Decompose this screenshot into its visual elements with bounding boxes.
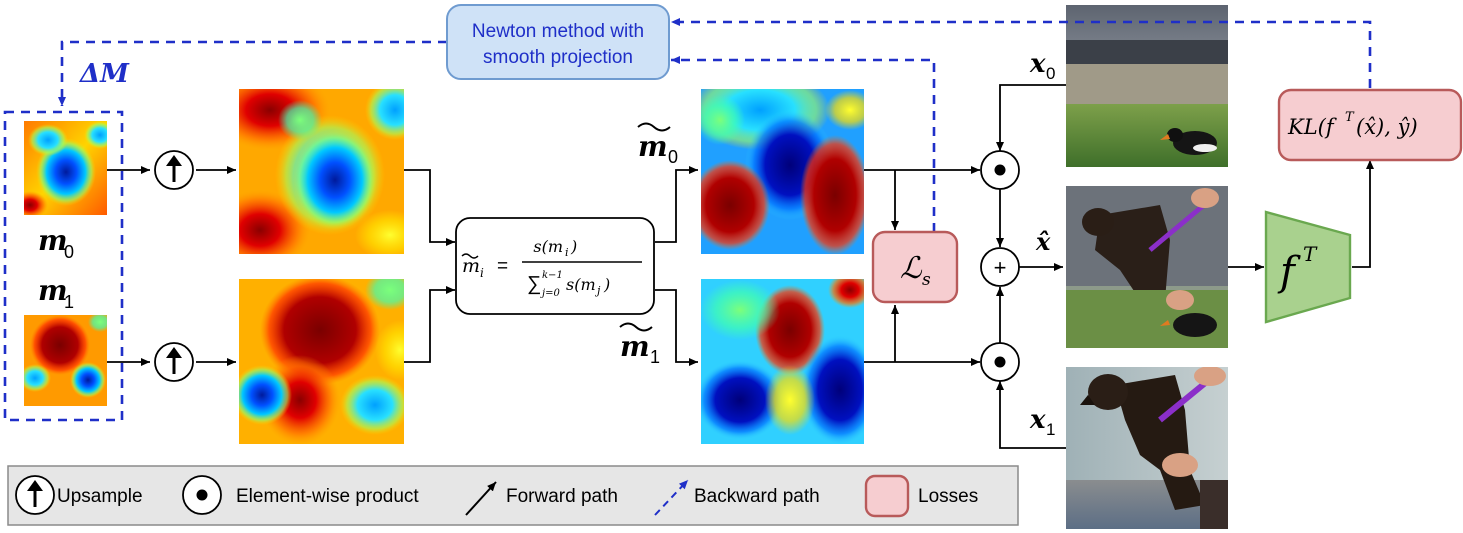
softmax-numerator-end: ) bbox=[570, 237, 577, 256]
softmax-sigma-top: k−1 bbox=[542, 270, 563, 281]
kl-loss-sup: T bbox=[1345, 110, 1355, 125]
softmax-sigma: ∑ bbox=[527, 273, 541, 295]
x0-label-sub: 0 bbox=[1046, 64, 1055, 83]
optimizer-box: Newton method with smooth projection bbox=[446, 4, 670, 80]
legend-product: Element-wise product bbox=[182, 475, 419, 515]
m1-label: m bbox=[38, 274, 68, 307]
x-hat-label: x̂ bbox=[1035, 227, 1051, 256]
dashed-arrow-icon bbox=[654, 479, 689, 516]
product-icon bbox=[182, 475, 222, 515]
delta-m-label: ΔM bbox=[78, 59, 130, 89]
mask-m0-upsampled bbox=[239, 89, 404, 254]
upsample-op-top bbox=[154, 150, 194, 190]
legend: Upsample Element-wise product Forward pa… bbox=[7, 465, 1019, 526]
teacher-sup: T bbox=[1303, 242, 1318, 266]
plus-op: + bbox=[980, 247, 1020, 287]
optimizer-line2: smooth projection bbox=[483, 47, 633, 68]
m1-tilde-sub: 1 bbox=[650, 347, 660, 367]
photo-x0-bird bbox=[1066, 5, 1228, 167]
legend-backward-label: Backward path bbox=[694, 486, 820, 507]
kl-loss-box: KL(f T (x̂), ŷ) bbox=[1277, 88, 1463, 162]
m0-label-sub: 0 bbox=[64, 242, 74, 262]
legend-forward-label: Forward path bbox=[506, 486, 618, 507]
legend-upsample-label: Upsample bbox=[57, 486, 143, 507]
softmax-sigma-bottom: j=0 bbox=[540, 288, 560, 299]
photo-x-hat-mixed bbox=[1066, 186, 1228, 348]
softmax-lhs-sub: i bbox=[480, 266, 484, 280]
smooth-loss-sub: s bbox=[922, 270, 931, 290]
softmax-equals: = bbox=[497, 256, 508, 277]
mask-m0-softmax bbox=[701, 89, 864, 254]
softmax-denominator: s(m bbox=[566, 275, 596, 294]
mask-m1-upsampled bbox=[239, 279, 404, 444]
legend-upsample: Upsample bbox=[15, 475, 143, 515]
m1-tilde-text: m bbox=[620, 330, 650, 363]
softmax-denominator-sub: j bbox=[594, 284, 601, 297]
product-op-bottom bbox=[980, 342, 1020, 382]
x1-label: x bbox=[1029, 405, 1046, 435]
mask-m1-small bbox=[24, 315, 107, 406]
upsample-op-bottom bbox=[154, 342, 194, 382]
m1-label-sub: 1 bbox=[64, 292, 74, 312]
legend-backward: Backward path bbox=[654, 479, 820, 516]
m0-tilde-sub: 0 bbox=[668, 147, 678, 167]
forward-paths bbox=[107, 84, 1374, 449]
photo-x1-dog bbox=[1066, 367, 1228, 529]
optimizer-line1: Newton method with bbox=[472, 21, 644, 42]
softmax-box: m i = s(m i ) ∑ k−1 j=0 s(m j ) bbox=[455, 217, 655, 315]
arrow-icon bbox=[465, 481, 497, 516]
delta-m-box bbox=[3, 110, 124, 422]
kl-loss-text: KL(f bbox=[1287, 115, 1337, 139]
upsample-icon bbox=[15, 475, 55, 515]
softmax-denominator-end: ) bbox=[603, 275, 610, 294]
kl-loss-rest: (x̂), ŷ) bbox=[1356, 115, 1418, 139]
m0-tilde-text: m bbox=[638, 130, 668, 163]
m0-tilde-label: m 0 bbox=[637, 122, 678, 167]
mask-m1-softmax bbox=[701, 279, 864, 444]
legend-forward: Forward path bbox=[465, 481, 618, 516]
m1-tilde-label: m 1 bbox=[619, 322, 660, 367]
softmax-lhs: m bbox=[462, 255, 480, 277]
softmax-numerator: s(m bbox=[533, 237, 563, 256]
legend-losses: Losses bbox=[864, 474, 978, 518]
legend-losses-label: Losses bbox=[918, 486, 978, 507]
mask-m0-small bbox=[24, 121, 107, 215]
product-op-top bbox=[980, 150, 1020, 190]
x0-label: x bbox=[1029, 49, 1046, 79]
smooth-loss-symbol: ℒ bbox=[900, 251, 923, 286]
plus-icon: + bbox=[994, 255, 1007, 280]
teacher-model: f T bbox=[1264, 210, 1352, 324]
smooth-loss-box: ℒ s bbox=[871, 230, 959, 304]
m0-label: m bbox=[38, 224, 68, 257]
legend-product-label: Element-wise product bbox=[236, 486, 419, 507]
backward-paths bbox=[3, 18, 1372, 422]
softmax-numerator-sub: i bbox=[565, 246, 569, 259]
loss-swatch-icon bbox=[864, 474, 910, 518]
x1-label-sub: 1 bbox=[1046, 420, 1055, 439]
